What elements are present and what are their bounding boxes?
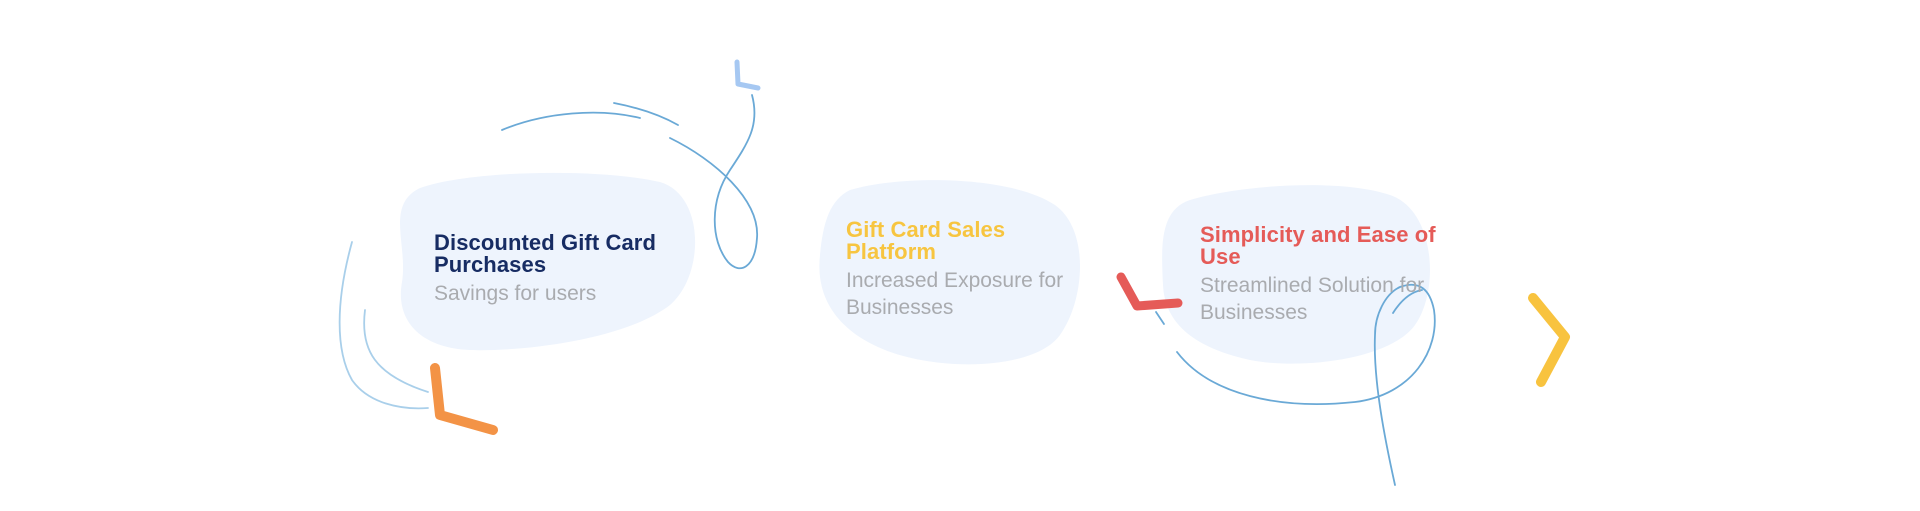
feature-blob-3	[1162, 185, 1430, 364]
decorative-arc-top	[501, 111, 641, 131]
feature-blob-1	[400, 172, 696, 351]
decorative-hook-right	[1392, 289, 1423, 314]
boomerang-icon	[1116, 272, 1183, 311]
feature-description: Savings for users	[434, 282, 597, 305]
decorative-dash-right	[1155, 311, 1165, 325]
feature-blob-2	[819, 180, 1080, 365]
boomerang-icon	[430, 363, 498, 435]
feature-description: Increased Exposure for Businesses	[846, 269, 1064, 319]
feature-gift-card-sales-platform: Gift Card Sales Platform Increased Expos…	[846, 219, 1096, 321]
decorative-arc-left-inner	[363, 309, 429, 393]
decorative-loop-top	[669, 94, 758, 270]
boomerang-icon	[734, 59, 761, 91]
chevron-right-icon	[1528, 293, 1570, 387]
feature-title: Discounted Gift Card Purchases	[434, 230, 657, 277]
feature-title: Simplicity and Ease of Use	[1200, 222, 1436, 269]
feature-simplicity-ease-of-use: Simplicity and Ease of Use Streamlined S…	[1200, 224, 1450, 326]
decorative-arc-left-outer	[338, 241, 429, 410]
feature-description: Streamlined Solution for Businesses	[1200, 274, 1425, 324]
decorative-loop-right	[1176, 283, 1436, 486]
decorative-arc-top-short	[613, 102, 679, 126]
feature-discounted-gift-card: Discounted Gift Card Purchases Savings f…	[434, 232, 704, 307]
feature-title: Gift Card Sales Platform	[846, 217, 1006, 264]
